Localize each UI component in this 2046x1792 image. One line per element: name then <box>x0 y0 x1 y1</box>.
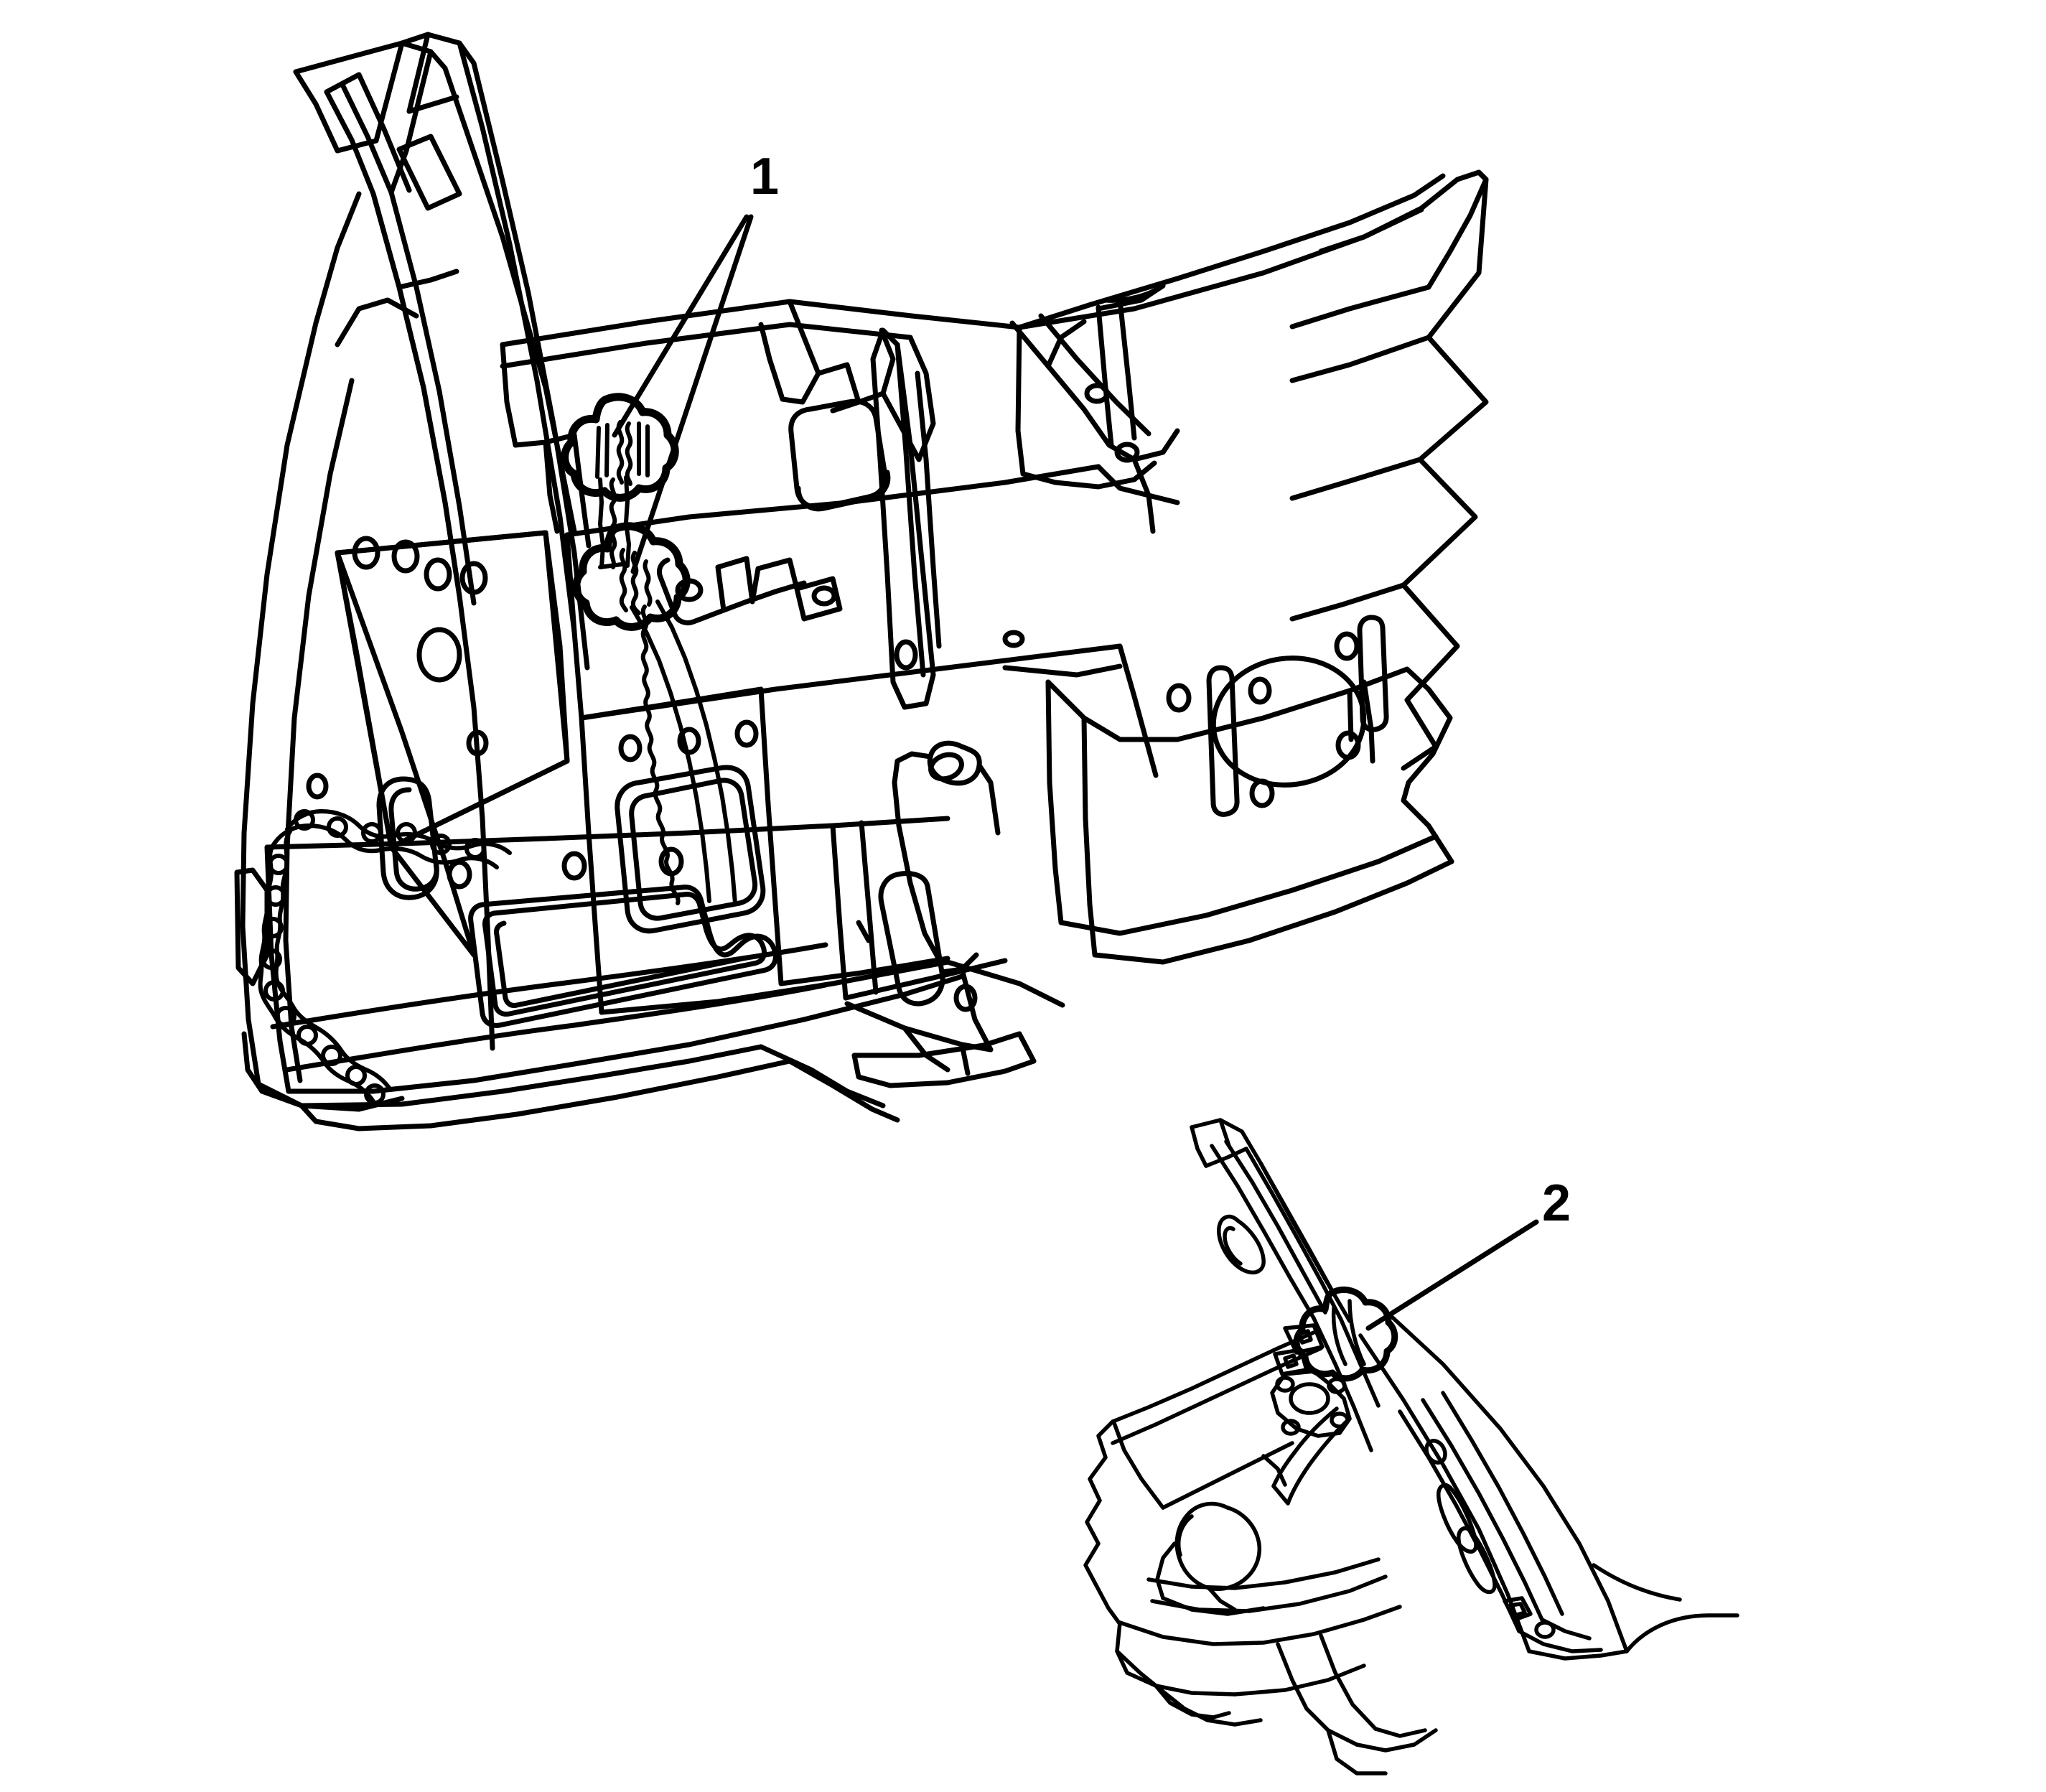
callout-label-2: 2 <box>1542 1175 1571 1232</box>
cowl-side-bracket <box>656 556 843 626</box>
detail-pillar-hole <box>1217 1214 1266 1275</box>
rocker-sill <box>241 1031 900 1131</box>
callout-label-1: 1 <box>750 148 779 205</box>
sealer-blob-upper <box>561 393 679 502</box>
detail-inner-reinforcement <box>1083 1323 1438 1775</box>
main-view-group <box>234 32 1489 1131</box>
shock-tower <box>892 615 1454 965</box>
a-pillar-assembly <box>293 32 590 1051</box>
sealer-bead-lower-left <box>258 809 512 1105</box>
center-panel-block <box>579 686 950 1015</box>
fender-ledge-outer <box>1289 169 1489 771</box>
inner-dash-panel <box>306 530 570 958</box>
hinge-pillar-panel <box>234 191 419 1112</box>
sealer-bead-right <box>630 599 737 905</box>
sealer-blob-detail <box>1293 1287 1398 1382</box>
cowl-left-tab <box>500 342 592 549</box>
callout-1-leaders <box>612 214 754 574</box>
callout-2-leader <box>1365 1219 1539 1331</box>
detail-rocker-rail <box>1398 1391 1603 1653</box>
upper-right-bracket <box>1009 297 1180 534</box>
detail-view-group <box>1083 1118 1739 1775</box>
front-rail-lower <box>851 920 1065 1088</box>
